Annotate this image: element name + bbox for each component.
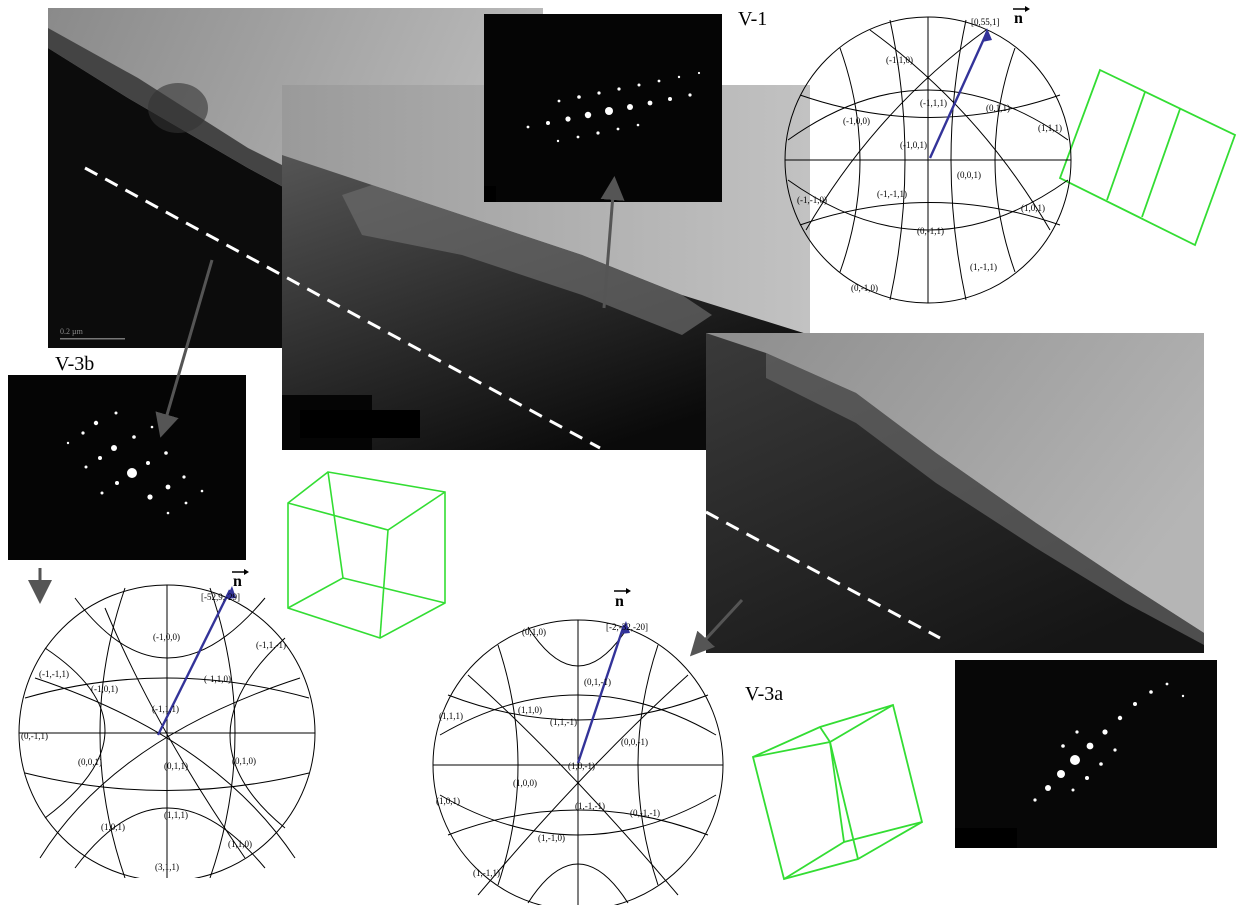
- pole-label: (0,-1,0): [851, 283, 878, 293]
- variant-label-v3b: V-3b: [55, 353, 95, 375]
- svg-text:n: n: [615, 593, 624, 610]
- pole-label: (3,1,1): [155, 862, 179, 872]
- variant-label-v1: V-1: [738, 8, 768, 30]
- pole-label: (0,0,1): [78, 757, 102, 767]
- normal-vector: [576, 624, 626, 764]
- pole-label: (1,-1,0): [538, 833, 565, 843]
- svg-text:n: n: [233, 573, 242, 590]
- vector-direction-label: [0,55,1]: [971, 17, 1000, 27]
- pole-label: (1,0,1): [101, 822, 125, 832]
- pole-label: (0,0,1): [957, 170, 981, 180]
- pole-label: (1,1,-1): [550, 717, 577, 727]
- pole-label: (0,1,0): [232, 756, 256, 766]
- variant-label-v3a: V-3a: [745, 683, 784, 705]
- vector-direction-label: [-2,-32,-20]: [606, 622, 648, 632]
- pole-label: (-1,0,1): [900, 140, 927, 150]
- pole-label: (1,1,1): [1038, 123, 1062, 133]
- pole-label: (0,-1,-1): [630, 808, 660, 818]
- normal-vector-symbol: n: [1013, 6, 1030, 27]
- pole-label: (-1,-1,0): [797, 195, 827, 205]
- pole-label: (1,-1,1): [970, 262, 997, 272]
- pole-label: (0,1,0): [522, 627, 546, 637]
- pole-label: (-1,0,0): [843, 116, 870, 126]
- tem-micrograph-right: [706, 333, 1204, 653]
- pole-figure-v3b: (-1,0,0) (-1,1,-1) (-1,-1,1) (-1,0,1) (-…: [18, 569, 316, 878]
- pole-label: (1,1,0): [228, 839, 252, 849]
- diffraction-pattern-v3a: [955, 660, 1217, 848]
- pole-label: (-1,1,0): [886, 55, 913, 65]
- pole-label: (1,0,-1): [568, 761, 595, 771]
- pole-figure-v1: (-1,1,0) (-1,0,0) (-1,1,1) (0,1,1) (1,1,…: [784, 6, 1072, 304]
- normal-vector-symbol: n: [232, 569, 249, 590]
- pole-label: (1,0,1): [436, 796, 460, 806]
- diffraction-pattern-v1: [484, 14, 722, 202]
- pole-label: (0,1,1): [164, 761, 188, 771]
- pole-label: (0,1,-1): [584, 677, 611, 687]
- normal-vector-symbol: n: [614, 588, 631, 610]
- pole-label: (1,1,0): [518, 705, 542, 715]
- pole-label: (-1,-1,1): [877, 189, 907, 199]
- scale-bar-label: 0.2 µm: [60, 327, 83, 336]
- pole-label: (-1,1,1): [920, 98, 947, 108]
- pole-label: (0,1,1): [986, 103, 1010, 113]
- pole-label: (-1,1,0): [204, 674, 231, 684]
- pole-label: (1,1,1): [439, 711, 463, 721]
- pole-label: (1,0,1): [1021, 203, 1045, 213]
- pole-label: (1,0,0): [513, 778, 537, 788]
- normal-vector: [928, 31, 989, 159]
- vector-direction-label: [-52,9,-29]: [201, 592, 240, 602]
- orientation-cube-v1: [1058, 68, 1237, 247]
- pole-label: (-1,0,0): [153, 632, 180, 642]
- pole-label: (0,0,-1): [621, 737, 648, 747]
- pole-label: (-1,1,1): [152, 704, 179, 714]
- pole-figure-v3a: (0,1,0) (0,1,-1) (1,1,1) (1,1,0) (1,1,-1…: [432, 588, 724, 905]
- diffraction-pattern-v3b: [8, 375, 246, 560]
- svg-text:n: n: [1014, 10, 1023, 27]
- pole-label: (-1,1,-1): [256, 640, 286, 650]
- pole-label: (1,1,1): [164, 810, 188, 820]
- pole-label: (0,-1,1): [21, 731, 48, 741]
- orientation-cube-v3a: [751, 703, 924, 881]
- pole-label: (-1,0,1): [91, 684, 118, 694]
- pole-label: (1,-1,1): [473, 868, 500, 878]
- pole-label: (1,-1,-1): [575, 801, 605, 811]
- normal-vector: [156, 589, 232, 736]
- pole-label: (0,-1,1): [917, 226, 944, 236]
- pole-label: (-1,-1,1): [39, 669, 69, 679]
- tem-micrograph-center: [282, 85, 810, 450]
- orientation-cube-v3b: [287, 471, 446, 639]
